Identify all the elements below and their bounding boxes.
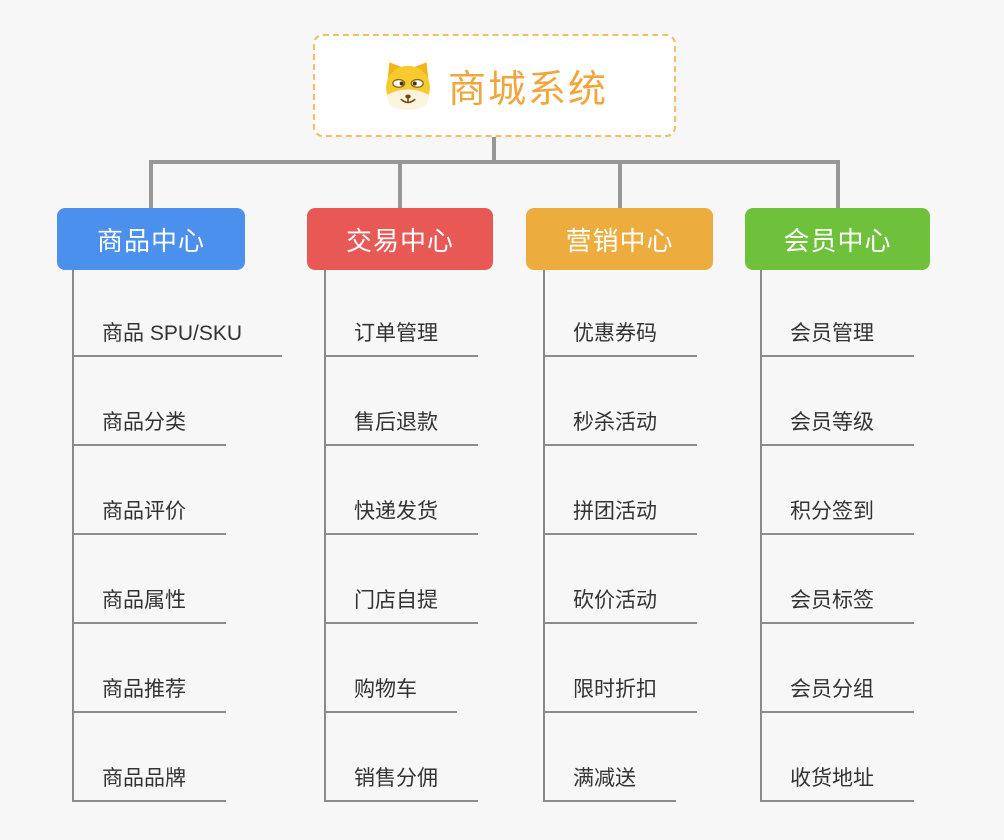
branch-label: 商品中心 [96, 225, 205, 256]
child-topic-label: 商品评价 [102, 500, 186, 523]
branch-label: 交易中心 [345, 225, 454, 256]
child-topic-label: 拼团活动 [573, 500, 657, 523]
child-topic[interactable]: 商品分类 [74, 411, 226, 446]
child-topic-label: 会员分组 [790, 678, 874, 701]
connector-drop-member [836, 162, 840, 208]
child-topic-label: 会员等级 [790, 411, 874, 434]
connector-drop-trade [398, 162, 402, 208]
child-topic[interactable]: 商品评价 [74, 500, 226, 535]
child-topic[interactable]: 商品推荐 [74, 678, 226, 713]
connector-drop-product [149, 162, 153, 208]
child-topic[interactable]: 拼团活动 [545, 500, 697, 535]
child-topic-label: 秒杀活动 [573, 411, 657, 434]
child-topic-label: 商品推荐 [102, 678, 186, 701]
child-topic[interactable]: 积分签到 [762, 500, 914, 535]
connector-root-stem [492, 136, 496, 162]
root-topic[interactable]: 商城系统 [313, 34, 676, 137]
child-topic-label: 购物车 [354, 678, 417, 701]
child-topic[interactable]: 会员等级 [762, 411, 914, 446]
branch-children-trade: 订单管理 售后退款 快递发货 门店自提 购物车 销售分佣 [324, 270, 561, 802]
child-topic[interactable]: 会员管理 [762, 322, 914, 357]
child-topic-label: 会员管理 [790, 322, 874, 345]
branch-node-member-center[interactable]: 会员中心 [745, 208, 930, 270]
doge-icon [386, 61, 430, 110]
child-topic[interactable]: 快递发货 [326, 500, 478, 535]
branch-label: 会员中心 [783, 225, 892, 256]
child-topic-label: 积分签到 [790, 500, 874, 523]
child-topic[interactable]: 会员分组 [762, 678, 914, 713]
child-topic[interactable]: 订单管理 [326, 322, 478, 357]
child-topic-label: 售后退款 [354, 411, 438, 434]
branch-children-marketing: 优惠券码 秒杀活动 拼团活动 砍价活动 限时折扣 满减送 [543, 270, 780, 802]
child-topic[interactable]: 限时折扣 [545, 678, 697, 713]
child-topic[interactable]: 商品 SPU/SKU [74, 322, 283, 357]
child-topic[interactable]: 砍价活动 [545, 589, 697, 624]
branch-node-trade-center[interactable]: 交易中心 [307, 208, 493, 270]
child-topic[interactable]: 商品品牌 [74, 767, 226, 802]
root-topic-label: 商城系统 [447, 69, 608, 111]
child-topic[interactable]: 商品属性 [74, 589, 226, 624]
child-topic-label: 收货地址 [790, 767, 874, 790]
child-topic[interactable]: 门店自提 [326, 589, 478, 624]
child-topic-label: 销售分佣 [354, 767, 438, 790]
child-topic-label: 快递发货 [354, 500, 438, 523]
child-topic-label: 门店自提 [354, 589, 438, 612]
connector-drop-marketing [618, 162, 622, 208]
child-topic-label: 满减送 [573, 767, 636, 790]
child-topic[interactable]: 购物车 [326, 678, 457, 713]
child-topic[interactable]: 满减送 [545, 767, 676, 802]
child-topic-label: 限时折扣 [573, 678, 657, 701]
child-topic-label: 会员标签 [790, 589, 874, 612]
child-topic[interactable]: 售后退款 [326, 411, 478, 446]
child-topic[interactable]: 优惠券码 [545, 322, 697, 357]
branch-children-member: 会员管理 会员等级 积分签到 会员标签 会员分组 收货地址 [760, 270, 997, 802]
child-topic[interactable]: 秒杀活动 [545, 411, 697, 446]
child-topic-label: 砍价活动 [573, 589, 657, 612]
child-topic-label: 商品品牌 [102, 767, 186, 790]
branch-label: 营销中心 [565, 225, 674, 256]
child-topic-label: 商品属性 [102, 589, 186, 612]
child-topic[interactable]: 销售分佣 [326, 767, 478, 802]
child-topic-label: 商品 SPU/SKU [102, 322, 243, 345]
branch-children-product: 商品 SPU/SKU 商品分类 商品评价 商品属性 商品推荐 商品品牌 [72, 270, 309, 802]
branch-node-marketing-center[interactable]: 营销中心 [526, 208, 713, 270]
branch-node-product-center[interactable]: 商品中心 [57, 208, 245, 270]
connector-bus [149, 160, 840, 164]
child-topic[interactable]: 收货地址 [762, 767, 914, 802]
child-topic-label: 订单管理 [354, 322, 438, 345]
child-topic[interactable]: 会员标签 [762, 589, 914, 624]
child-topic-label: 优惠券码 [573, 322, 657, 345]
child-topic-label: 商品分类 [102, 411, 186, 434]
